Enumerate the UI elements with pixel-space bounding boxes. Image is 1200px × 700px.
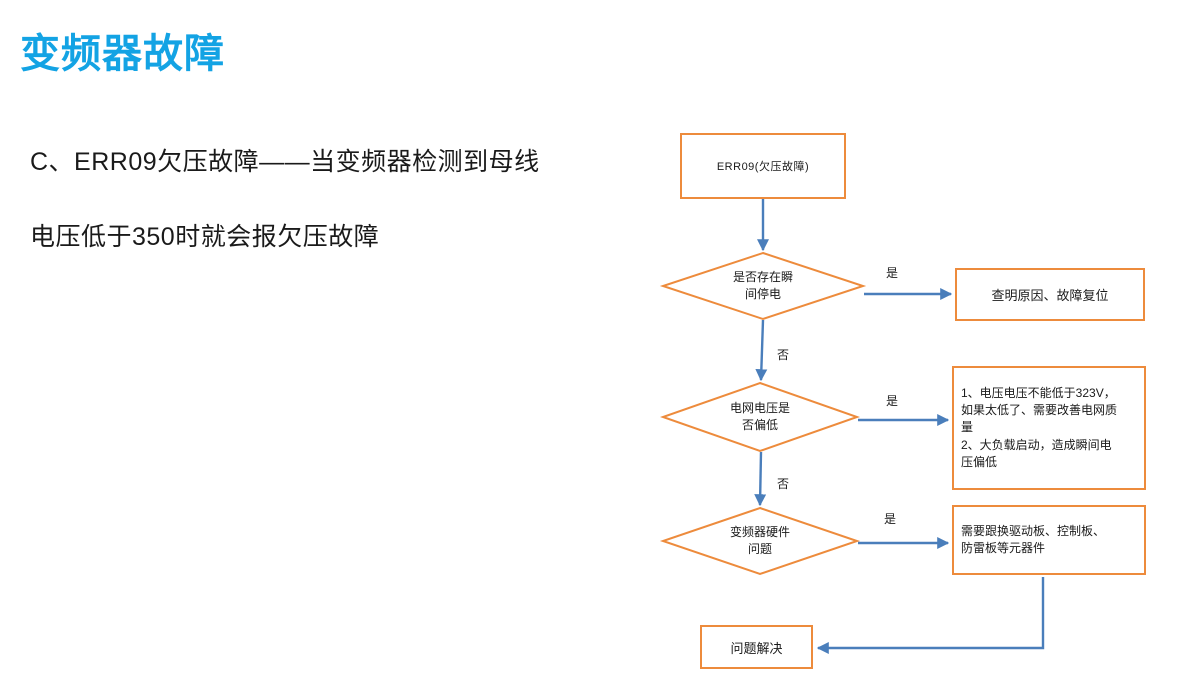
flow-node-action1-label: 查明原因、故障复位 — [991, 288, 1109, 303]
flow-node-action3-label: 需要跟换驱动板、控制板、 防雷板等元器件 — [954, 523, 1144, 558]
flow-node-end[interactable]: 问题解决 — [700, 625, 813, 669]
connector-decision1-to-decision2 — [755, 319, 768, 382]
action3-line-2: 防雷板等元器件 — [961, 541, 1046, 555]
decision-shape-3 — [659, 506, 861, 576]
flow-node-action1[interactable]: 查明原因、故障复位 — [955, 268, 1145, 321]
edge-label-no-1: 否 — [777, 348, 790, 362]
flow-node-action3[interactable]: 需要跟换驱动板、控制板、 防雷板等元器件 — [952, 505, 1146, 575]
page-title: 变频器故障 — [20, 32, 225, 76]
edge-label-yes-2: 是 — [886, 394, 899, 408]
action2-line-1: 1、电压电压不能低于323V， — [961, 385, 1116, 400]
flow-node-action2-label: 1、电压电压不能低于323V， 如果太低了、需要改善电网质 量 2、大负载启动，… — [954, 385, 1144, 472]
action2-line-3: 量 — [961, 420, 974, 435]
decision-shape-2 — [659, 381, 861, 453]
flow-node-start[interactable]: ERR09(欠压故障) — [680, 133, 846, 199]
flow-node-start-label: ERR09(欠压故障) — [716, 161, 810, 173]
action2-line-2: 如果太低了、需要改善电网质 — [961, 402, 1118, 417]
flow-node-end-label: 问题解决 — [730, 640, 783, 656]
action2-line-5: 压偏低 — [961, 455, 998, 470]
decision-shape-1 — [659, 251, 867, 321]
flow-node-action2[interactable]: 1、电压电压不能低于323V， 如果太低了、需要改善电网质 量 2、大负载启动，… — [952, 366, 1146, 490]
edge-label-no-2: 否 — [777, 477, 790, 491]
action2-line-4: 2、大负载启动，造成瞬间电 — [961, 437, 1112, 452]
connector-action3-to-end — [816, 577, 1045, 654]
edge-label-yes-1: 是 — [886, 266, 899, 280]
connector-decision2-to-decision3 — [754, 451, 767, 507]
action3-line-1: 需要跟换驱动板、控制板、 — [961, 523, 1106, 538]
body-text-line-2: 电压低于350时就会报欠压故障 — [30, 223, 380, 251]
body-text-line-1: C、ERR09欠压故障——当变频器检测到母线 — [30, 148, 540, 176]
edge-label-yes-3: 是 — [884, 512, 897, 526]
